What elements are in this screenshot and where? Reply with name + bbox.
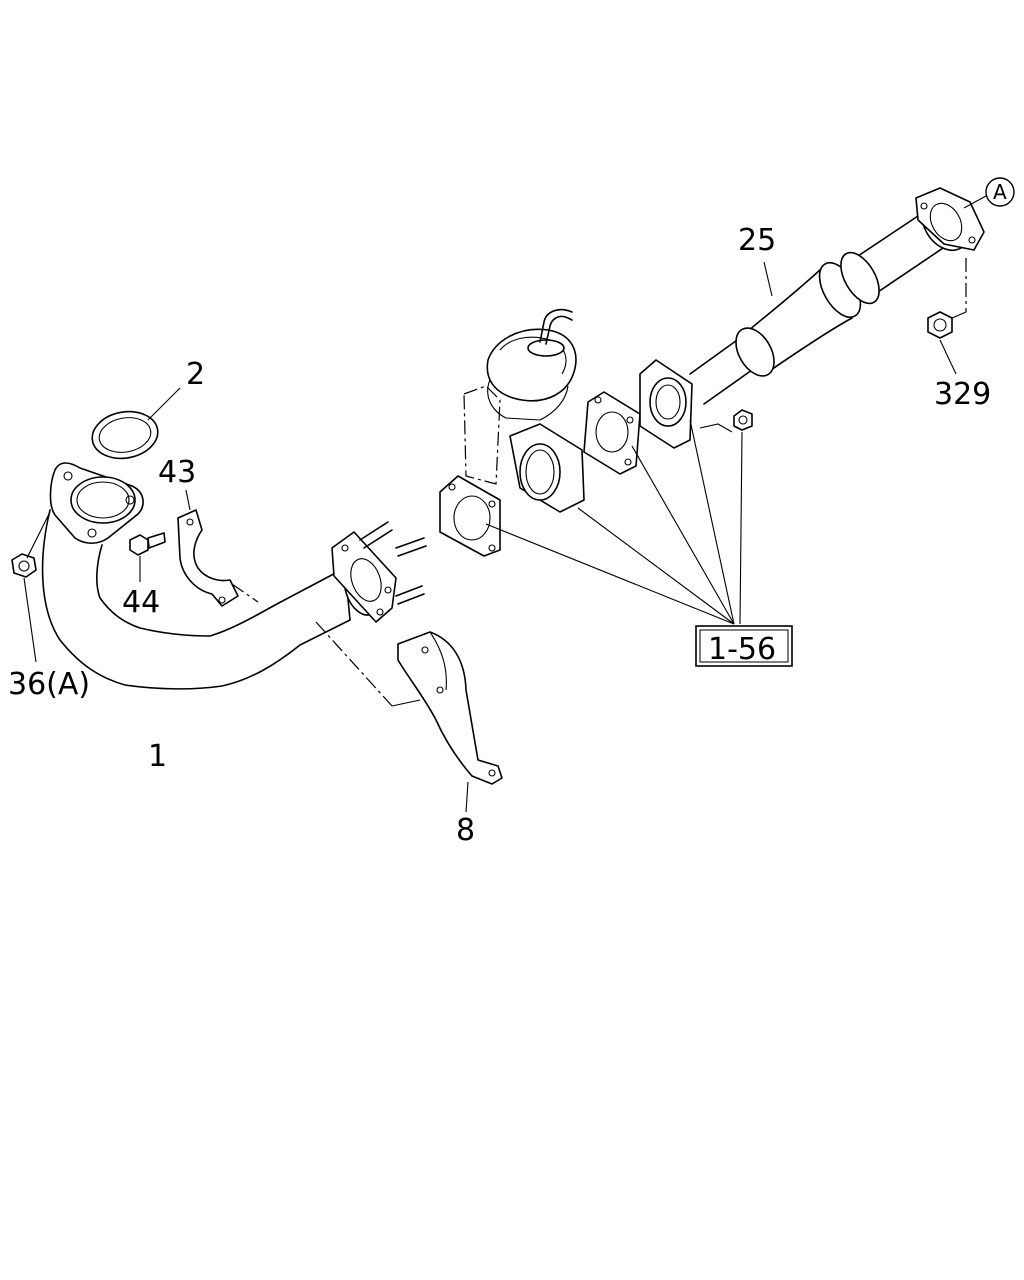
callout-part-25: 25 <box>738 223 776 258</box>
callout-part-36a: 36(A) <box>8 667 90 702</box>
view-a-leader <box>963 195 987 209</box>
support-bracket <box>397 631 503 813</box>
callout-part-8: 8 <box>456 813 475 848</box>
pipe-inlet-flange <box>49 462 144 545</box>
pipe-flange-nut <box>699 409 753 433</box>
pipe-outlet-flange <box>315 521 427 707</box>
flange-nut <box>11 511 51 663</box>
clamp-bolt <box>129 532 166 582</box>
clamp-bracket <box>177 489 259 607</box>
view-a-marker: A <box>985 177 1015 207</box>
gasket-ring <box>91 387 181 460</box>
callout-part-44: 44 <box>122 585 160 620</box>
callout-part-43: 43 <box>158 455 196 490</box>
callout-view-a: A <box>993 180 1007 204</box>
callout-part-2: 2 <box>186 357 205 392</box>
rear-flange-nut <box>927 258 967 375</box>
reference-box-1-56: 1-56 <box>695 625 793 667</box>
valve-gasket-right <box>583 391 641 475</box>
callout-ref-1-56: 1-56 <box>708 632 776 667</box>
valve-gasket-left <box>439 475 501 557</box>
reference-leader-lines <box>485 419 743 625</box>
rear-exhaust-pipe <box>639 187 985 449</box>
exhaust-brake-valve <box>463 308 585 513</box>
callout-part-1: 1 <box>148 739 167 774</box>
callout-part-329: 329 <box>934 377 991 412</box>
